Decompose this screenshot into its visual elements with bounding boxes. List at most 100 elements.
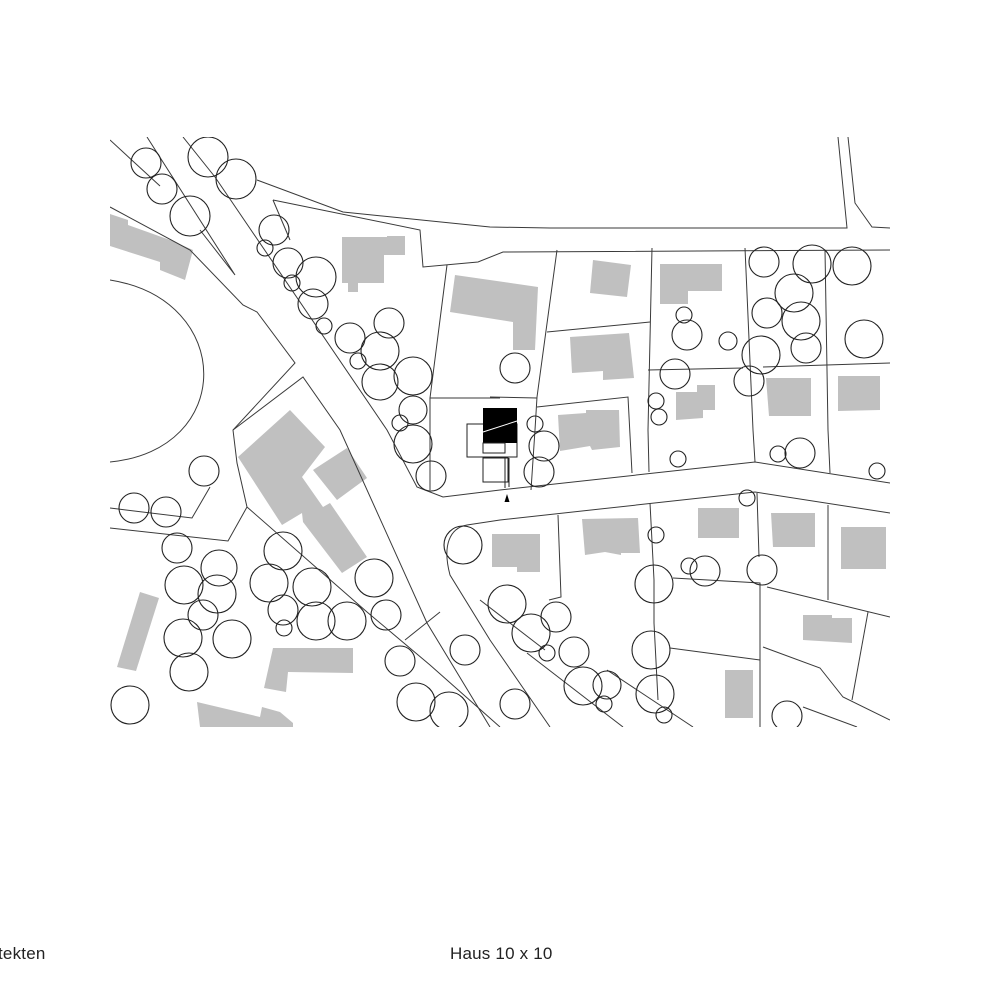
neighbor-building xyxy=(698,508,739,538)
tree xyxy=(499,352,531,384)
tree xyxy=(429,691,469,727)
tree xyxy=(169,195,211,237)
tree xyxy=(212,619,252,659)
tree xyxy=(443,525,483,565)
tree xyxy=(592,670,622,700)
tree xyxy=(272,247,304,279)
tree xyxy=(832,246,872,286)
tree xyxy=(563,666,603,706)
neighbor-building xyxy=(313,448,367,500)
tree xyxy=(393,356,433,396)
plot-boundary-line xyxy=(272,199,291,241)
tree xyxy=(655,706,673,724)
tree xyxy=(391,414,409,432)
plot-boundary-line xyxy=(606,669,694,727)
plot-boundary-line xyxy=(530,249,558,491)
tree xyxy=(188,455,220,487)
tree xyxy=(118,492,150,524)
tree xyxy=(334,322,366,354)
neighbor-building xyxy=(676,385,715,420)
tree xyxy=(295,256,337,298)
tree xyxy=(647,392,665,410)
tree xyxy=(659,358,691,390)
tree xyxy=(650,408,668,426)
tree xyxy=(164,565,204,605)
caption-architects: tekten xyxy=(0,944,46,963)
tree xyxy=(187,137,229,178)
tree xyxy=(738,489,756,507)
tree xyxy=(528,430,560,462)
tree xyxy=(161,532,193,564)
plot-boundary-line xyxy=(766,586,890,618)
neighbor-buildings xyxy=(110,214,886,727)
triangle-up-icon xyxy=(504,494,510,502)
neighbor-building xyxy=(660,264,722,304)
tree xyxy=(769,445,787,463)
neighbor-building xyxy=(450,275,538,350)
plot-boundary-line xyxy=(489,396,538,399)
plot-boundary-line xyxy=(647,367,744,371)
neighbor-building xyxy=(590,260,631,297)
tree xyxy=(146,173,178,205)
tree xyxy=(249,563,289,603)
plot-boundary-line xyxy=(446,491,890,727)
tree xyxy=(868,462,886,480)
tree xyxy=(526,415,544,433)
tree xyxy=(781,301,821,341)
neighbor-building xyxy=(841,527,886,569)
tree xyxy=(110,685,150,725)
trees xyxy=(110,137,886,727)
neighbor-building xyxy=(570,333,634,380)
tree xyxy=(292,567,332,607)
tree xyxy=(741,335,781,375)
tree xyxy=(538,644,556,662)
tree xyxy=(680,557,698,575)
plot-boundary-line xyxy=(762,646,890,721)
tree xyxy=(169,652,209,692)
plot-boundary-line xyxy=(536,396,633,474)
neighbor-building xyxy=(558,410,620,451)
neighbor-building xyxy=(492,534,540,572)
plot-boundary-line xyxy=(847,137,890,229)
tree xyxy=(315,317,333,335)
tree xyxy=(360,331,400,371)
project-house xyxy=(466,408,518,488)
tree xyxy=(499,688,531,720)
tree xyxy=(647,526,665,544)
plot-boundary-line xyxy=(272,199,890,268)
plot-and-road-lines xyxy=(110,137,890,727)
tree xyxy=(283,274,301,292)
tree xyxy=(771,700,803,727)
tree xyxy=(675,306,693,324)
tree xyxy=(296,601,336,641)
tree xyxy=(631,630,671,670)
caption-project-title: Haus 10 x 10 xyxy=(450,944,553,963)
tree xyxy=(671,319,703,351)
tree xyxy=(275,619,293,637)
tree xyxy=(349,352,367,370)
plot-boundary-line xyxy=(110,506,248,542)
tree xyxy=(558,636,590,668)
neighbor-building xyxy=(197,702,293,727)
plot-boundary-line xyxy=(526,652,624,727)
tree xyxy=(748,246,780,278)
neighbor-building xyxy=(725,670,753,718)
tree xyxy=(384,645,416,677)
tree xyxy=(163,618,203,658)
house-inner-outline xyxy=(482,442,506,454)
tree xyxy=(487,584,527,624)
plot-boundary-line xyxy=(182,137,890,498)
garage-outline xyxy=(482,457,509,483)
tree xyxy=(373,307,405,339)
plot-boundary-line xyxy=(110,279,205,463)
neighbor-building xyxy=(766,378,811,416)
plot-boundary-line xyxy=(546,321,651,333)
tree xyxy=(449,634,481,666)
plot-boundary-line xyxy=(548,514,562,601)
plot-boundary-line xyxy=(762,362,890,368)
tree xyxy=(511,613,551,653)
plot-boundary-line xyxy=(672,577,761,727)
tree xyxy=(774,273,814,313)
tree xyxy=(634,564,674,604)
neighbor-building xyxy=(264,648,353,692)
